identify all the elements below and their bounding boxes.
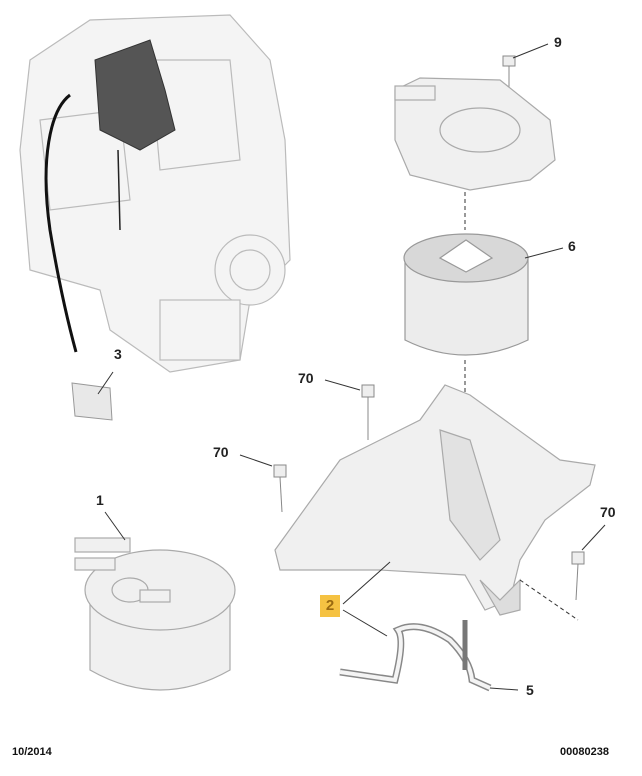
- callout-2-highlighted[interactable]: 2: [320, 595, 340, 617]
- callout-6: 6: [568, 238, 576, 254]
- callout-9: 9: [554, 34, 562, 50]
- callout-70-b: 70: [213, 444, 229, 460]
- part-6-filter-cartridge: [403, 233, 529, 356]
- callout-1: 1: [96, 492, 104, 508]
- bolt-70-b: [273, 464, 287, 513]
- bolt-70-a: [361, 384, 375, 440]
- footer-date: 10/2014: [12, 746, 52, 758]
- bolt-70-c: [571, 551, 585, 601]
- part-3-sensor: [71, 382, 113, 421]
- callout-3: 3: [114, 346, 122, 362]
- callout-5: 5: [526, 682, 534, 698]
- callout-70-a: 70: [298, 370, 314, 386]
- footer-reference: 00080238: [560, 746, 609, 758]
- filter-head: [394, 77, 556, 191]
- engine-block: [19, 14, 291, 373]
- part-1-filter-assembly: [74, 537, 236, 691]
- mounting-bracket: [274, 384, 596, 616]
- engine-module: [94, 39, 176, 151]
- callout-70-c: 70: [600, 504, 616, 520]
- harness-wire: [44, 93, 78, 353]
